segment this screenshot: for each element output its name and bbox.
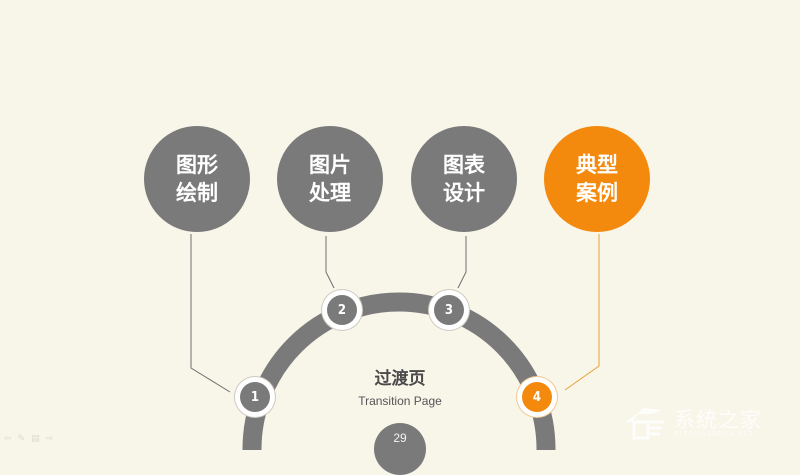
topic-label-line1: 典型: [576, 153, 618, 177]
node-number: 4: [522, 382, 552, 412]
topic-image-processing[interactable]: 图片 处理: [277, 126, 383, 232]
topic-label-line1: 图片: [309, 153, 351, 177]
topic-typical-cases[interactable]: 典型 案例: [544, 126, 650, 232]
connector-1: [190, 234, 231, 393]
topic-label-line2: 设计: [443, 181, 485, 205]
topic-label-line1: 图表: [443, 153, 485, 177]
ring-diagram: [190, 234, 600, 450]
topic-chart-design[interactable]: 图表 设计: [411, 126, 517, 232]
ring-arc: [242, 292, 556, 450]
topic-graphics-drawing[interactable]: 图形 绘制: [144, 126, 250, 232]
watermark: 系统之家 XITONGZHIJIA.NET: [622, 400, 800, 444]
menu-icon[interactable]: ▤: [31, 434, 40, 444]
connector-3: [457, 236, 467, 289]
slideshow-controls: ⇦ ✎ ▤ ⇨: [4, 434, 53, 444]
node-1[interactable]: 1: [235, 377, 275, 417]
watermark-text: 系统之家: [674, 408, 762, 432]
topic-label-line2: 绘制: [176, 181, 218, 205]
topic-label-line2: 处理: [309, 181, 351, 205]
watermark-subtext: XITONGZHIJIA.NET: [674, 430, 754, 438]
connector-4: [564, 234, 600, 391]
node-number: 2: [327, 295, 357, 325]
slide: 图形 绘制 图片 处理 图表 设计 典型 案例 1 2 3 4 过渡页 Tran…: [4, 126, 800, 475]
next-slide-icon[interactable]: ⇨: [45, 434, 54, 444]
node-3[interactable]: 3: [429, 290, 469, 330]
house-logo-icon: [626, 408, 664, 440]
section-subtitle: Transition Page: [358, 394, 442, 408]
topic-label-line1: 图形: [176, 153, 218, 177]
node-2[interactable]: 2: [322, 290, 362, 330]
node-number: 3: [434, 295, 464, 325]
node-4[interactable]: 4: [517, 377, 557, 417]
section-title: 过渡页: [374, 369, 426, 389]
page-number: 29: [374, 423, 426, 475]
node-number: 1: [240, 382, 270, 412]
prev-slide-icon[interactable]: ⇦: [4, 434, 12, 444]
connector-2: [325, 236, 335, 289]
pen-icon[interactable]: ✎: [17, 434, 26, 444]
topic-label-line2: 案例: [576, 181, 618, 205]
